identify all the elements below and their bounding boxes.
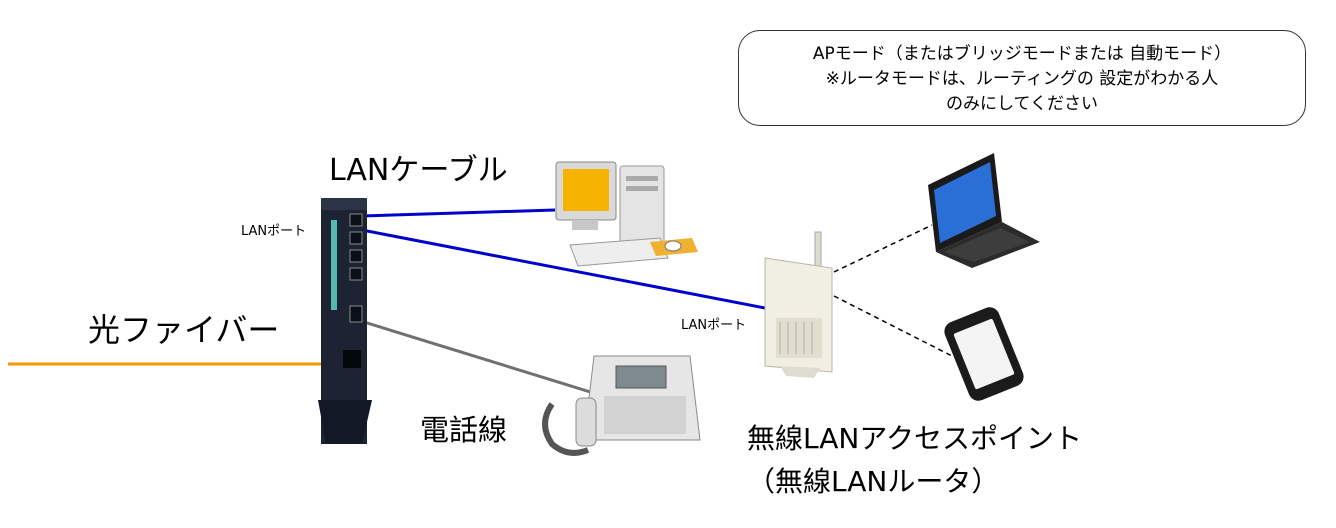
phone-line [363,320,601,397]
lan-port-ap-label: LANポート [681,318,747,333]
phone-line-label: 電話線 [420,413,508,447]
fiber-label: 光ファイバー [88,311,280,349]
desktop-pc-icon [555,161,698,267]
wireless-link-laptop [833,224,933,273]
lan-cable-to-pc [361,208,556,218]
smartphone-icon [944,307,1024,401]
lan-cable-label: LANケーブル [329,153,508,188]
lan-cable-to-ap [361,228,766,310]
note-line-2: ※ルータモードは、ルーティングの 設定がわかる人 [825,69,1219,89]
lan-port-onu-label: LANポート [241,224,307,239]
note-line-1: APモード（またはブリッジモードまたは 自動モード） [812,44,1232,64]
wireless-access-point-icon [764,231,833,378]
wireless-link-smartphone [833,295,953,357]
ap-title-label: 無線LANアクセスポイント [747,422,1082,455]
onu-router-icon [318,198,372,444]
laptop-icon [928,153,1040,268]
ap-subtitle-label: （無線LANルータ） [747,465,1000,498]
telephone-icon [542,355,701,456]
note-line-3: のみにしてください [946,94,1098,114]
note-box: APモード（またはブリッジモードまたは 自動モード） ※ルータモードは、ルーティ… [738,30,1306,126]
